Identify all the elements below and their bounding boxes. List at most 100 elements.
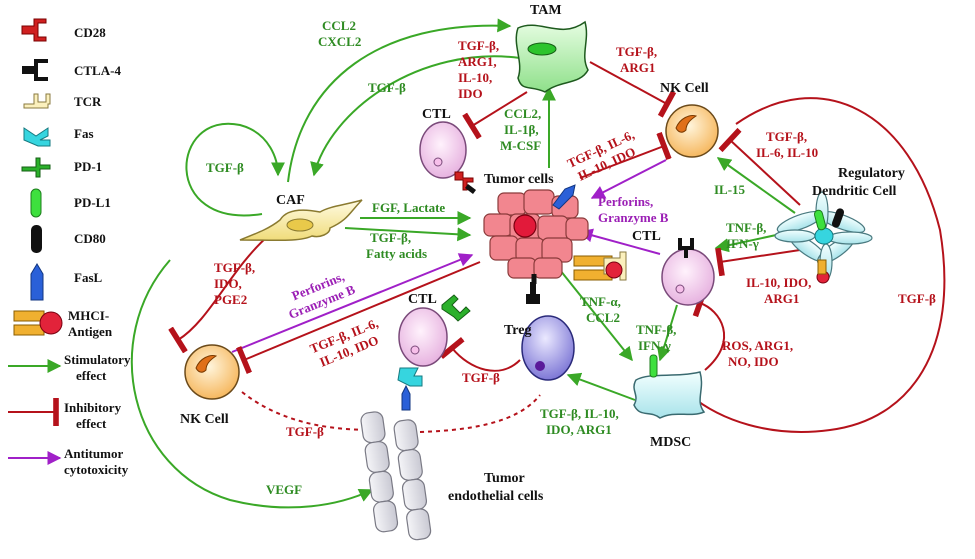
sig-tgfb-fatty-2: Fatty acids	[366, 246, 427, 261]
label-ctl-top: CTL	[422, 107, 451, 122]
inhibit-mdsc-ctl	[692, 288, 726, 371]
sig-tam-nk-2: ARG1	[620, 60, 655, 75]
ctl-mid-cell	[397, 294, 471, 411]
legend-stimulatory-2: effect	[76, 368, 107, 383]
cd80-icon	[31, 225, 42, 253]
endothelial-cells	[360, 411, 432, 541]
sig-tam-ctl-3: IL-10,	[458, 70, 492, 85]
sig-tgfb-fatty-1: TGF-β,	[370, 230, 411, 245]
sig-ccl2: CCL2	[322, 18, 356, 33]
sig-cxcl2: CXCL2	[318, 34, 361, 49]
arrow-caf-self	[185, 122, 285, 217]
sig-perforin-nk-2: Granzyme B	[598, 210, 669, 225]
cd28-icon	[21, 18, 47, 42]
sig-caf-nk-2: IDO,	[214, 276, 242, 291]
arrow-tumor-mdsc	[559, 269, 633, 362]
legend-label-cd80: CD80	[74, 231, 106, 246]
connectors	[130, 18, 946, 509]
sig-tgfb-caf-self: TGF-β	[206, 160, 244, 175]
legend-label-pdl1: PD-L1	[74, 195, 111, 210]
sig-tnfa-1: TNF-α,	[580, 294, 621, 309]
legend-inhibitory: Inhibitory	[64, 400, 122, 415]
label-endo-2: endothelial cells	[448, 489, 544, 504]
inhibit-tam-ctl	[462, 91, 528, 140]
label-nk-left: NK Cell	[180, 412, 229, 427]
sig-mdsc-ctl-2: NO, IDO	[728, 354, 779, 369]
legend-stimulatory: Stimulatory	[64, 352, 131, 367]
mdsc-cell	[633, 354, 706, 419]
tumor-cell-cluster	[483, 189, 589, 279]
sig-il15: IL-15	[714, 182, 746, 197]
tam-cell	[515, 20, 589, 93]
sig-tnfb-1: TNF-β,	[636, 322, 676, 337]
treg-cell	[521, 274, 575, 381]
dash-endo-treg	[419, 394, 541, 433]
sig-tgfb-right: TGF-β	[898, 291, 936, 306]
ctla4-icon	[22, 59, 48, 81]
pd1-icon	[21, 157, 51, 178]
label-caf: CAF	[276, 193, 305, 208]
label-tumor: Tumor cells	[484, 172, 554, 187]
legend-label-cd28: CD28	[74, 25, 106, 40]
label-rdc-2: Dendritic Cell	[812, 184, 896, 199]
sig-tam-ctl-1: TGF-β,	[458, 38, 499, 53]
ctl-right-cell	[661, 238, 715, 306]
inhibit-tam-nk	[589, 61, 677, 118]
sig-tgfb-caf-tam: TGF-β	[368, 80, 406, 95]
fas-icon	[23, 127, 51, 147]
pdl1-icon	[30, 188, 42, 218]
arrow-vegf	[130, 259, 374, 509]
legend-label-mhci: MHCI-	[68, 308, 109, 323]
sig-tnf-rdc-1: TNF-β,	[726, 220, 766, 235]
nk-top-cell	[665, 104, 719, 158]
sig-mdsc-ctl-1: ROS, ARG1,	[722, 338, 793, 353]
sig-mdsc-treg-2: IDO, ARG1	[546, 422, 612, 437]
sig-tumor-tam-3: M-CSF	[500, 138, 541, 153]
sig-fgf: FGF, Lactate	[372, 200, 445, 215]
arrow-ctl-mdsc	[657, 304, 678, 362]
label-mdsc: MDSC	[650, 435, 691, 450]
sig-perforin-nk-1: Perforins,	[598, 194, 653, 209]
legend-inhibitory-2: effect	[76, 416, 107, 431]
label-ctl-mid: CTL	[408, 292, 437, 307]
legend-label-ctla4: CTLA-4	[74, 63, 121, 78]
sig-mdsc-treg-1: TGF-β, IL-10,	[540, 406, 619, 421]
arrow-tam-caf	[310, 55, 521, 177]
inhibit-rdc-loop	[678, 97, 946, 433]
legend: CD28 CTLA-4 TCR Fas PD-1 PD-L1 CD80 FasL…	[8, 18, 131, 477]
arrow-caf-tam	[287, 18, 512, 183]
sig-rdc-nk-2: IL-6, IL-10	[756, 145, 818, 160]
arrow-caf-tumor-tgf	[344, 227, 472, 242]
inhibit-treg-ctl	[439, 336, 521, 372]
arrow-nk-left-tumor	[231, 253, 474, 353]
label-tam: TAM	[530, 3, 562, 18]
sig-rdc-ctl-2: ARG1	[764, 291, 799, 306]
sig-tumor-tam-2: IL-1β,	[504, 122, 539, 137]
legend-cytotoxic-2: cytotoxicity	[64, 462, 129, 477]
sig-tnf-rdc-2: IFN-γ	[726, 236, 759, 251]
sig-tam-nk-1: TGF-β,	[616, 44, 657, 59]
nk-left-cell	[184, 344, 240, 400]
legend-label-tcr: TCR	[74, 94, 102, 109]
legend-label-fas: Fas	[74, 126, 94, 141]
label-ctl-right: CTL	[632, 229, 661, 244]
arrow-ctl-tumor	[578, 228, 661, 255]
label-treg: Treg	[504, 323, 531, 338]
sig-rdc-nk-1: TGF-β,	[766, 129, 807, 144]
sig-tgfb-endo: TGF-β	[286, 424, 324, 439]
arrow-nk-tumor	[590, 159, 667, 199]
sig-rdc-ctl-1: IL-10, IDO,	[746, 275, 811, 290]
sig-tnfa-2: CCL2	[586, 310, 620, 325]
rdc-cell	[774, 191, 873, 284]
sig-treg-ctl: TGF-β	[462, 370, 500, 385]
sig-tnfb-2: IFN-γ	[638, 338, 671, 353]
arrow-mdsc-treg	[566, 372, 636, 401]
legend-label-fasl: FasL	[74, 270, 103, 285]
ctl-top-cell	[419, 121, 476, 194]
sig-tam-ctl-4: IDO	[458, 86, 483, 101]
inhibit-caf-nk	[168, 235, 269, 354]
ctl-right-mhci-icon	[573, 251, 627, 281]
dash-nk-endo	[241, 391, 381, 431]
sig-caf-nk-3: PGE2	[214, 292, 247, 307]
